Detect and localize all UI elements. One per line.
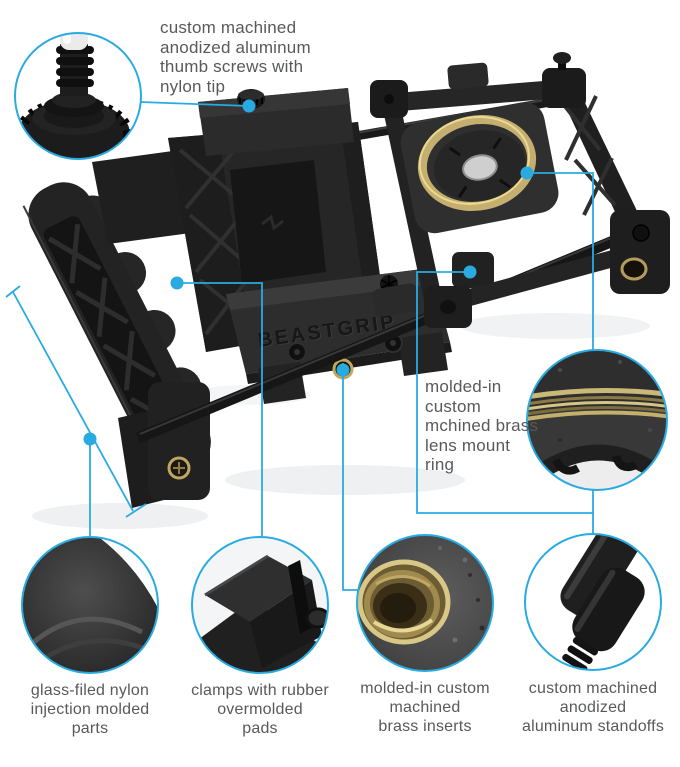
callout-line: mchined brass bbox=[425, 416, 539, 435]
inset-standoffs bbox=[524, 533, 662, 671]
callout-line: ring bbox=[425, 455, 455, 474]
callout-line: lens mount bbox=[425, 435, 511, 455]
caption-line: molded-in custom bbox=[360, 680, 490, 697]
phone-pad bbox=[230, 160, 326, 284]
callout-line: molded-in bbox=[425, 377, 502, 396]
leader-rubber-pads bbox=[177, 282, 263, 536]
leader-lens-ring bbox=[527, 172, 594, 350]
leader-dot-thumb-screws bbox=[242, 99, 256, 113]
caption-line: clamps with rubber bbox=[191, 682, 329, 699]
leader-dot-brass-inserts bbox=[336, 363, 350, 377]
caption-standoffs: custom machined anodized aluminum stando… bbox=[503, 679, 680, 736]
handle-top-mount bbox=[92, 150, 198, 244]
caption-line: aluminum standoffs bbox=[521, 718, 665, 735]
camera-rig-photo: BEASTGRIP BEASTGRIP bbox=[22, 52, 670, 529]
leader-dot-lens-ring bbox=[520, 166, 534, 180]
inset-rubber-pads bbox=[191, 536, 329, 674]
caption-glass-nylon: glass-filed nylon injection molded parts bbox=[0, 681, 180, 738]
leader-brass-inserts bbox=[342, 370, 358, 591]
callout-lines bbox=[5, 99, 594, 591]
caption-line: injection molded bbox=[30, 701, 150, 718]
callout-line: thumb screws with bbox=[160, 57, 304, 76]
bracket-glass-nylon bbox=[5, 285, 147, 536]
callout-line: anodized aluminum bbox=[160, 37, 311, 57]
brass-corner-screw bbox=[620, 257, 648, 281]
caption-brass-inserts: molded-in custom machined brass inserts bbox=[335, 679, 515, 736]
caption-line: glass-filed nylon bbox=[30, 682, 150, 699]
callout-text-lens-ring: molded-in custom mchined brass lens moun… bbox=[425, 377, 540, 475]
caption-line: anodized bbox=[559, 699, 627, 716]
caption-line: pads bbox=[242, 720, 278, 737]
leader-standoffs bbox=[416, 271, 594, 534]
callout-line: custom machined bbox=[160, 18, 297, 37]
callout-line: custom bbox=[425, 396, 481, 416]
leader-dot-standoffs bbox=[463, 265, 477, 279]
callout-text-thumb-screws: custom machined anodized aluminum thumb … bbox=[160, 18, 350, 96]
leader-dot-glass-nylon bbox=[83, 432, 97, 446]
caption-line: overmolded bbox=[217, 701, 303, 718]
callout-line: nylon tip bbox=[160, 76, 226, 96]
caption-line: custom machined bbox=[528, 680, 658, 697]
caption-rubber-pads: clamps with rubber overmolded pads bbox=[170, 681, 350, 738]
small-thumb-screw bbox=[553, 52, 571, 70]
leader-dot-rubber-pads bbox=[170, 276, 184, 290]
inset-glass-nylon bbox=[21, 536, 159, 674]
lens-mount-frame bbox=[370, 52, 670, 328]
inset-brass-inserts bbox=[356, 534, 494, 672]
brass-lens-ring bbox=[417, 115, 537, 211]
caption-line: parts bbox=[71, 720, 109, 737]
caption-line: brass inserts bbox=[378, 718, 472, 735]
inset-thumb-screw bbox=[14, 32, 142, 160]
caption-line: machined bbox=[389, 699, 461, 716]
leader-thumb-screws bbox=[139, 101, 250, 107]
inset-lens-ring bbox=[526, 349, 668, 491]
